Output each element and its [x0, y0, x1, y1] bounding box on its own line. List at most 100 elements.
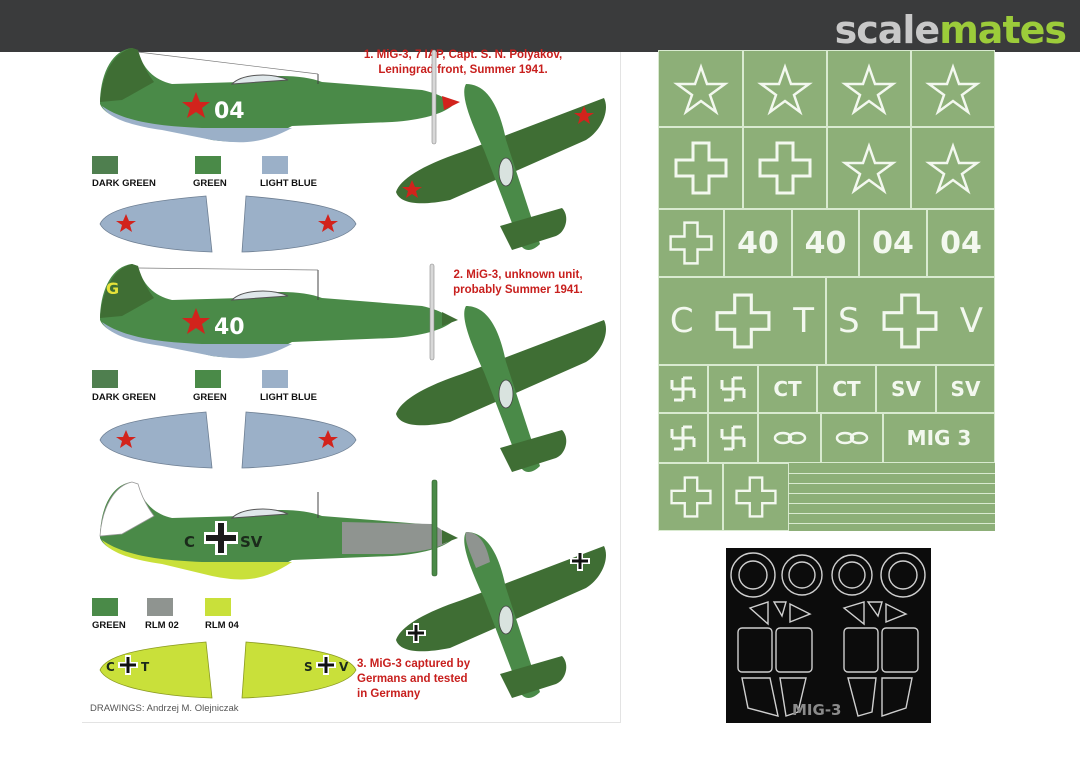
logo-text-1: scale — [834, 8, 941, 52]
tailplane — [500, 430, 567, 472]
left-wing-underside — [99, 195, 213, 253]
canopy — [230, 74, 289, 85]
link-icon — [773, 431, 806, 445]
star-outline-icon — [925, 62, 981, 115]
star-outline-icon — [841, 62, 897, 115]
stripe-line — [789, 493, 995, 494]
decal-number: 04 — [859, 209, 927, 277]
canopy — [230, 508, 289, 519]
wing-code: C — [106, 660, 115, 674]
decal-cross — [723, 463, 789, 531]
decal-number: 40 — [792, 209, 859, 277]
profile-2-top-view — [396, 306, 606, 472]
decal-star — [911, 127, 995, 209]
profile-1-caption: 1. MiG-3, 7 IAP, Capt. S. N. Polyakov, L… — [335, 48, 591, 78]
tail-swastika-icon — [720, 425, 746, 451]
decal-number-text: 04 — [940, 225, 982, 261]
spinner — [442, 312, 458, 326]
red-star-icon — [318, 430, 338, 448]
swatch-green — [92, 598, 118, 616]
swatch-label: DARK GREEN — [92, 392, 156, 403]
swatch-label: DARK GREEN — [92, 178, 156, 189]
decal-number-text: 04 — [872, 225, 914, 261]
decal-small-code: CT — [758, 365, 817, 413]
red-star-icon — [116, 214, 136, 232]
canopy — [498, 379, 514, 409]
link-icon — [835, 431, 869, 445]
swatch-label: GREEN — [193, 392, 227, 403]
spinner — [442, 96, 460, 110]
star-outline-icon — [841, 142, 897, 195]
decal-number-text: 40 — [737, 225, 779, 261]
tailplane — [500, 208, 567, 250]
swatch-label: LIGHT BLUE — [260, 178, 317, 189]
stripe-line — [789, 503, 995, 504]
balkenkreuz-outline-icon — [715, 293, 771, 349]
canopy — [498, 157, 514, 187]
stripe-line — [789, 483, 995, 484]
swatch-dark-green — [92, 370, 118, 388]
small-code-text: SV — [891, 377, 921, 401]
profile-1-top-view — [396, 84, 606, 250]
wing-code: V — [339, 660, 349, 674]
balkenkreuz-outline-icon — [882, 293, 938, 349]
balkenkreuz-icon — [118, 655, 138, 675]
caption-line: probably Summer 1941. — [453, 284, 583, 296]
decal-number-text: 40 — [804, 225, 847, 261]
balkenkreuz-icon — [316, 655, 336, 675]
balkenkreuz-outline-icon — [674, 141, 727, 195]
swatch-rlm-04 — [205, 598, 231, 616]
cowling-grey — [465, 532, 490, 568]
decal-link-marking — [821, 413, 883, 463]
decal-cross — [658, 127, 743, 209]
fuselage-underside — [102, 106, 292, 143]
swatch-label: LIGHT BLUE — [260, 392, 317, 403]
balkenkreuz-icon — [570, 551, 590, 571]
caption-line: in Germany — [357, 688, 421, 700]
tail-fin — [100, 48, 154, 102]
wing-code: T — [141, 660, 150, 674]
fuselage-number: 04 — [214, 99, 245, 124]
caption-line: 2. MiG-3, unknown unit, — [453, 269, 583, 281]
tailplane — [500, 656, 567, 698]
profile-3-side-view: C SV — [99, 479, 458, 580]
canopy-mask-sheet — [726, 548, 931, 723]
stripe-line — [789, 523, 995, 524]
propeller — [429, 263, 435, 361]
swatch-label: GREEN — [193, 178, 227, 189]
caption-line: 3. MiG-3 captured by — [357, 658, 471, 670]
profile-3-top-view — [396, 532, 606, 698]
star-outline-icon — [925, 142, 981, 195]
small-code-text: SV — [950, 377, 981, 401]
stripe-line — [789, 513, 995, 514]
decal-small-code: SV — [876, 365, 936, 413]
drawings-credit: DRAWINGS: Andrzej M. Olejniczak — [90, 703, 239, 714]
red-star-icon — [182, 308, 210, 334]
red-star-icon — [182, 92, 210, 118]
balkenkreuz-outline-icon — [669, 476, 712, 518]
antenna-wire — [137, 267, 319, 271]
small-code-text: CT — [773, 377, 802, 401]
engine-cowling-grey — [342, 522, 450, 554]
swatch-green — [195, 156, 221, 174]
swatch-light-blue — [262, 370, 288, 388]
code-letter: T — [793, 301, 815, 341]
right-wing-underside — [241, 195, 357, 253]
decal-star — [827, 50, 911, 127]
decal-tail-marking — [658, 365, 708, 413]
fin-marking: G — [106, 279, 119, 298]
decal-star — [658, 50, 743, 127]
tail-swastika-icon — [720, 376, 746, 402]
caption-line: 1. MiG-3, 7 IAP, Capt. S. N. Polyakov, — [363, 49, 563, 61]
swatch-label: RLM 02 — [145, 620, 179, 631]
right-wing-underside — [241, 411, 357, 469]
balkenkreuz-icon — [204, 521, 238, 555]
decal-small-code: SV — [936, 365, 995, 413]
canopy — [230, 290, 289, 301]
decal-tail-marking — [708, 413, 758, 463]
tail-swastika-icon — [670, 376, 696, 402]
tail-fin-white — [99, 481, 155, 537]
code-letter: C — [669, 301, 694, 341]
profile-1-underside — [99, 195, 357, 253]
site-logo[interactable]: scalemates — [834, 8, 1067, 52]
